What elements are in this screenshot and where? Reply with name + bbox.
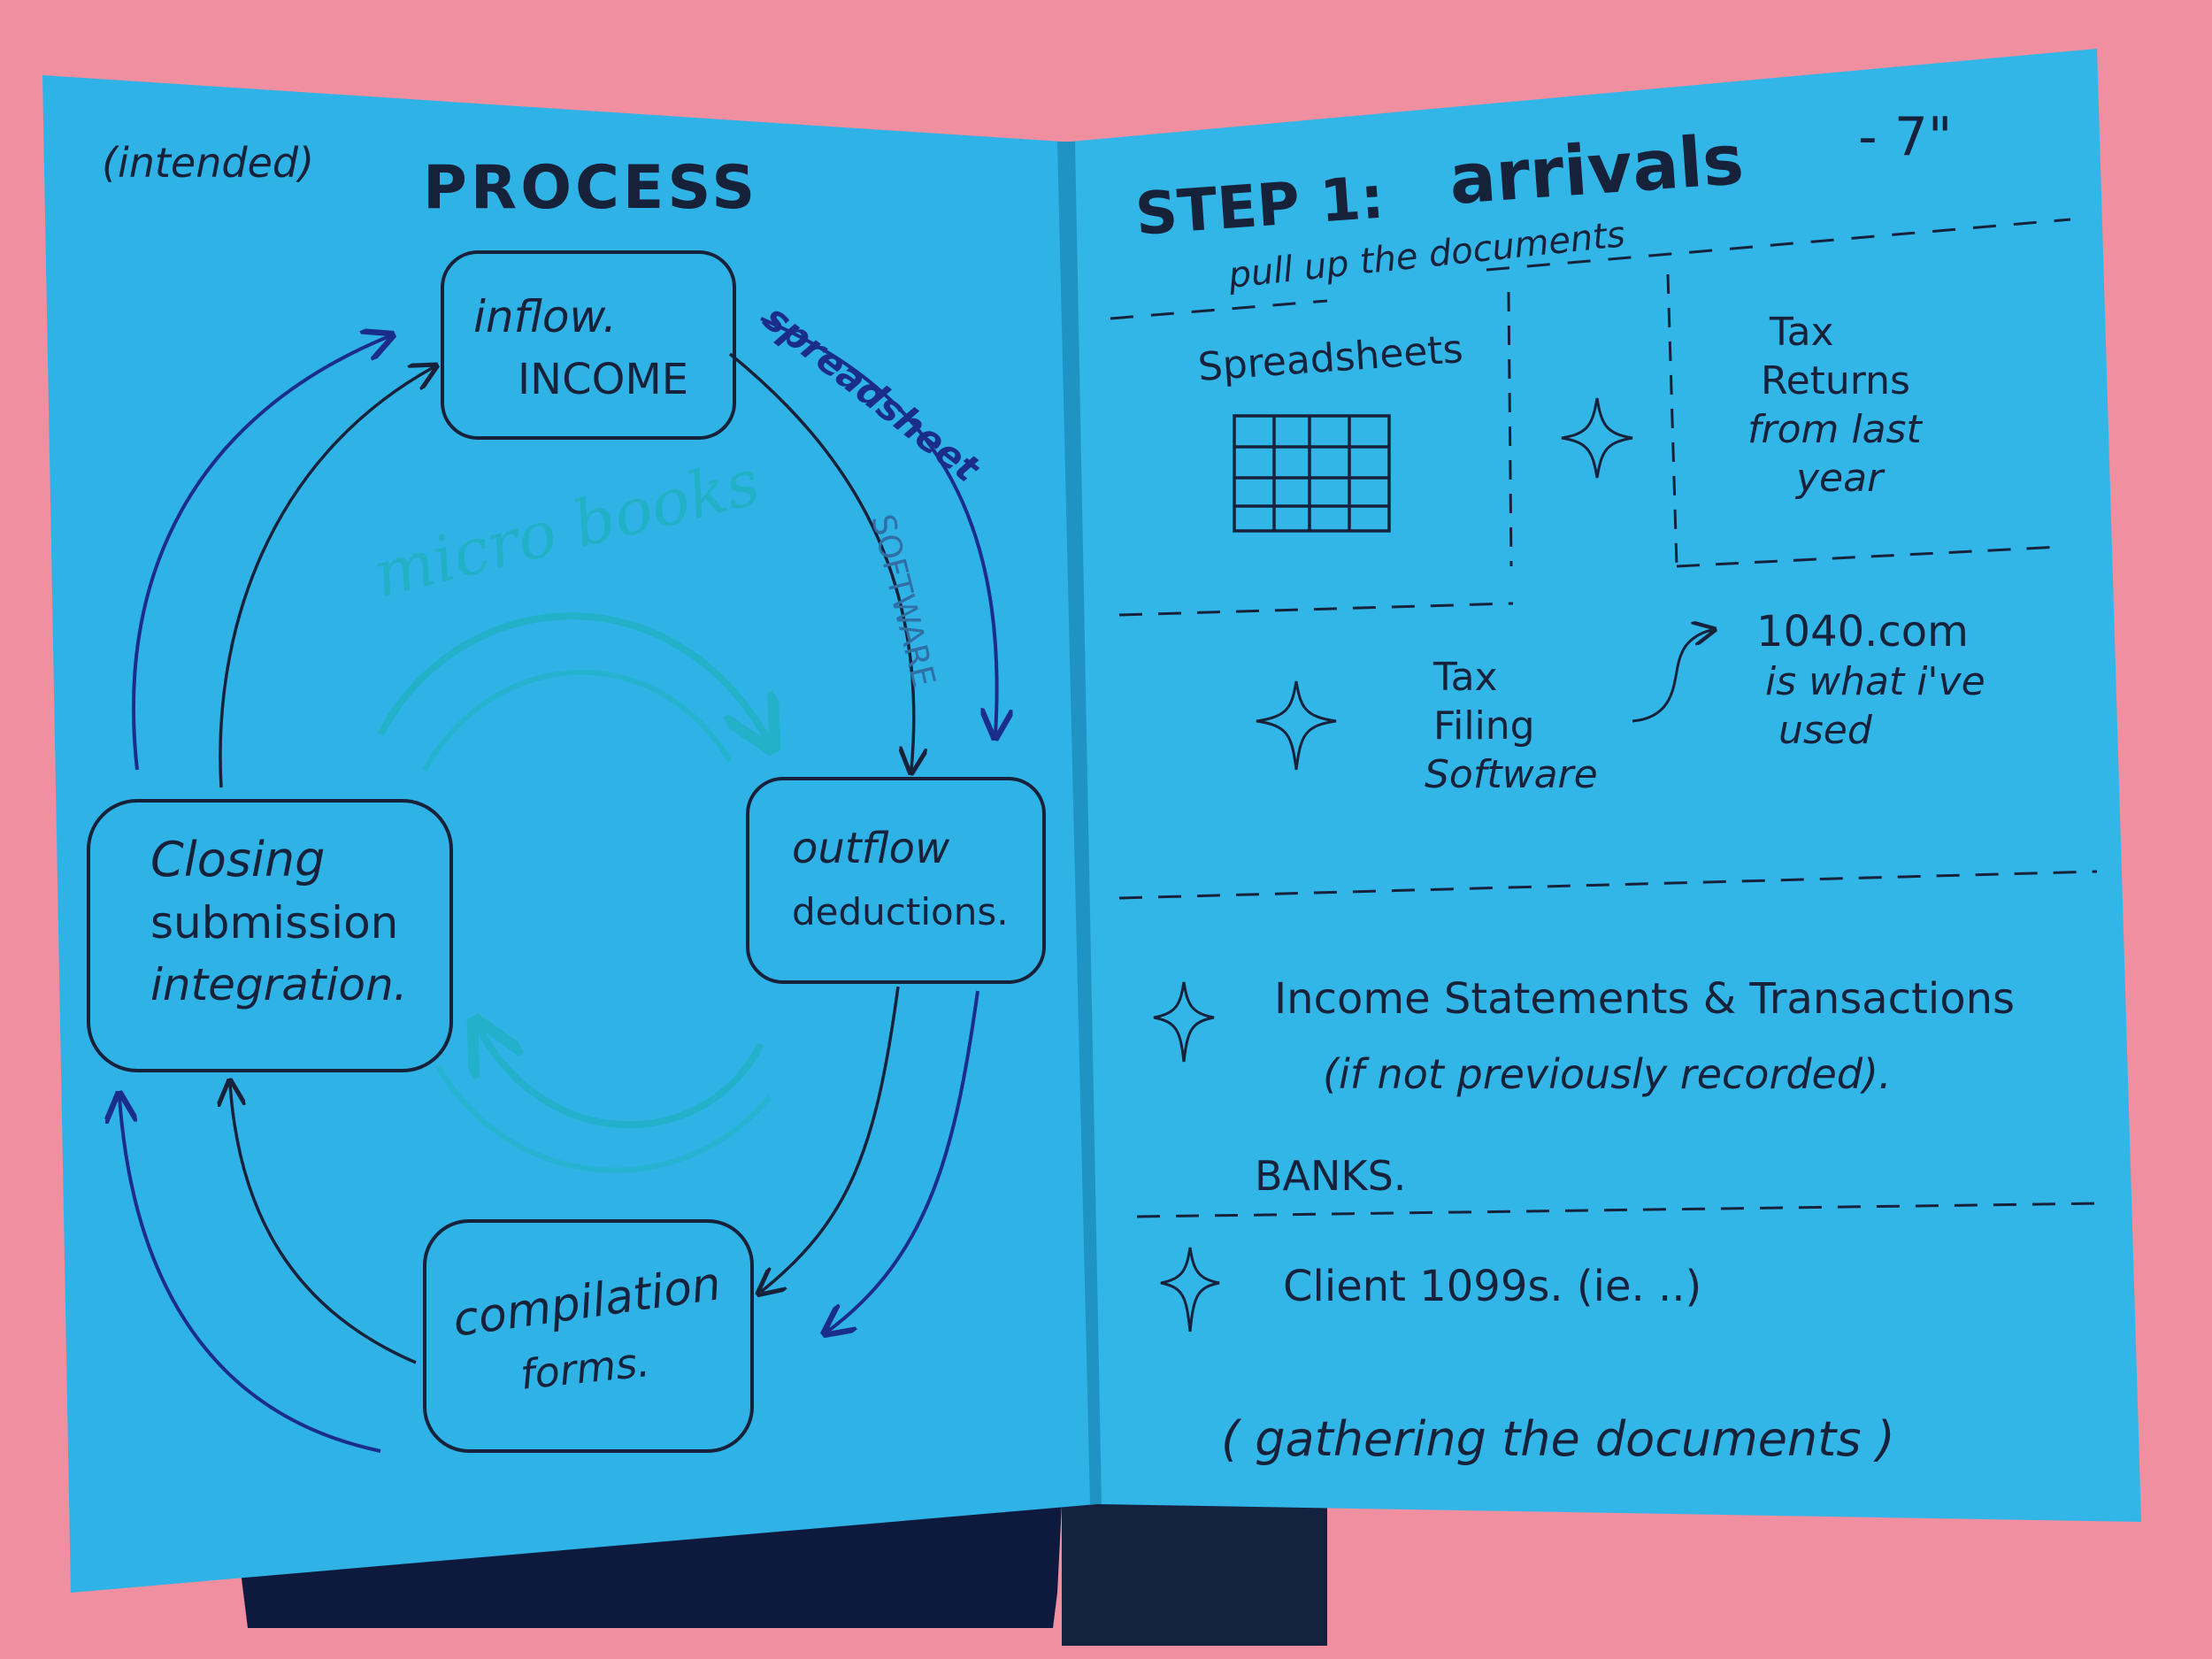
tax-returns-line2: Returns — [1761, 358, 1910, 403]
node-closing-box — [87, 799, 453, 1072]
teal-arc-lower — [478, 1026, 764, 1129]
booklet-shadow — [239, 1504, 1062, 1628]
tax-software-line3: Software — [1425, 752, 1598, 797]
node-closing-line3: integration. — [150, 959, 408, 1010]
arrow-inflow-to-outflow — [728, 352, 914, 770]
node-outflow-box — [746, 777, 1046, 984]
spine — [1057, 142, 1102, 1504]
node-inflow-box — [441, 250, 736, 440]
arrow-blue-spreadsheet — [760, 317, 997, 734]
arrow-blue-bottom-left — [119, 1097, 381, 1453]
sparkle-icon — [1153, 981, 1215, 1063]
teal-arc-lower-outer — [435, 1064, 772, 1173]
note-1040-line3: used — [1778, 708, 1873, 753]
divider-top — [1110, 218, 2071, 320]
booklet-shadow-right — [1062, 1504, 1327, 1646]
divider-row-2 — [1118, 602, 1514, 617]
tax-returns-line1: Tax — [1769, 310, 1834, 355]
divider-row-3 — [1118, 870, 2098, 900]
node-outflow-line2: deductions. — [792, 890, 1009, 933]
arrow-blue-left-upper — [131, 336, 389, 771]
process-heading: PROCESS — [423, 153, 758, 223]
divider-vertical-left — [1507, 291, 1513, 567]
node-closing-line2: submission — [150, 897, 398, 949]
arrow-outflow-to-compilation — [761, 986, 900, 1292]
divider-vertical-right — [1666, 273, 1678, 567]
node-closing-line1: Closing — [150, 832, 325, 887]
tax-software-line1: Tax — [1432, 655, 1498, 700]
income-statements-line1: Income Statements & Transactions — [1274, 974, 2015, 1024]
sparkle-icon — [1256, 680, 1337, 771]
banks-label: BANKS. — [1255, 1152, 1406, 1200]
intended-label: (intended) — [102, 139, 314, 187]
node-outflow-line1: outflow — [792, 824, 950, 873]
node-inflow-line1: inflow. — [473, 291, 617, 342]
arrow-closing-to-inflow — [219, 367, 434, 788]
spreadsheet-grid-icon — [1233, 414, 1391, 533]
node-inflow-line2: INCOME — [518, 355, 688, 404]
income-statements-line2: (if not previously recorded). — [1323, 1050, 1892, 1098]
teal-arc-upper — [377, 612, 770, 743]
divider-returns-bottom — [1676, 545, 2062, 568]
arrow-blue-right-lower — [827, 990, 979, 1332]
client-1099-label: Client 1099s. (ie. ..) — [1283, 1262, 1701, 1311]
sparkle-icon — [1561, 397, 1633, 479]
tax-returns-line3: from last — [1747, 407, 1923, 452]
arrow-icon — [1632, 630, 1712, 723]
teal-arc-upper-inner — [422, 669, 733, 772]
arrow-compilation-to-closing — [230, 1084, 417, 1364]
gathering-label: ( gathering the documents ) — [1221, 1411, 1895, 1467]
tax-software-line2: Filing — [1433, 703, 1535, 749]
page-marker: - 7" — [1858, 106, 1953, 168]
node-compilation-box — [423, 1219, 754, 1453]
note-1040-line1: 1040.com — [1756, 607, 1969, 657]
divider-row-4 — [1136, 1202, 2107, 1218]
note-1040-line2: is what i've — [1765, 659, 1985, 704]
sparkle-icon — [1160, 1247, 1220, 1333]
tax-returns-line4: year — [1794, 456, 1886, 501]
